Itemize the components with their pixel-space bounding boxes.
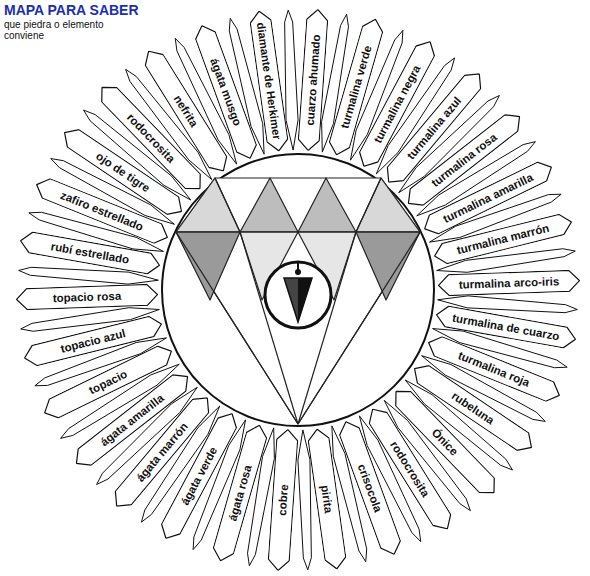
stone-petal: turmalina arco-iris: [438, 269, 581, 296]
chart-subtitle: que piedra o elemento conviene: [4, 19, 116, 41]
diamond-drawing: [176, 178, 420, 424]
pendulum-symbol: [265, 262, 331, 328]
stone-name: diamante de Herkimer: [248, 9, 290, 153]
stone-petal: diamante de Herkimer: [248, 9, 290, 153]
stone-name: cuarzo ahumado: [297, 8, 329, 151]
chart-title: MAPA PARA SABER: [4, 2, 139, 18]
inner-circle: [162, 154, 434, 426]
stone-name: topacio rosa: [16, 284, 159, 311]
stone-name: turmalina arco-iris: [438, 269, 581, 296]
stone-petal: cobre: [267, 429, 299, 572]
stone-petal: topacio rosa: [16, 284, 159, 311]
stone-name: pirita: [307, 427, 349, 571]
stone-petal: pirita: [307, 427, 349, 571]
stone-name: cobre: [267, 429, 299, 572]
stone-petal: cuarzo ahumado: [297, 8, 329, 151]
